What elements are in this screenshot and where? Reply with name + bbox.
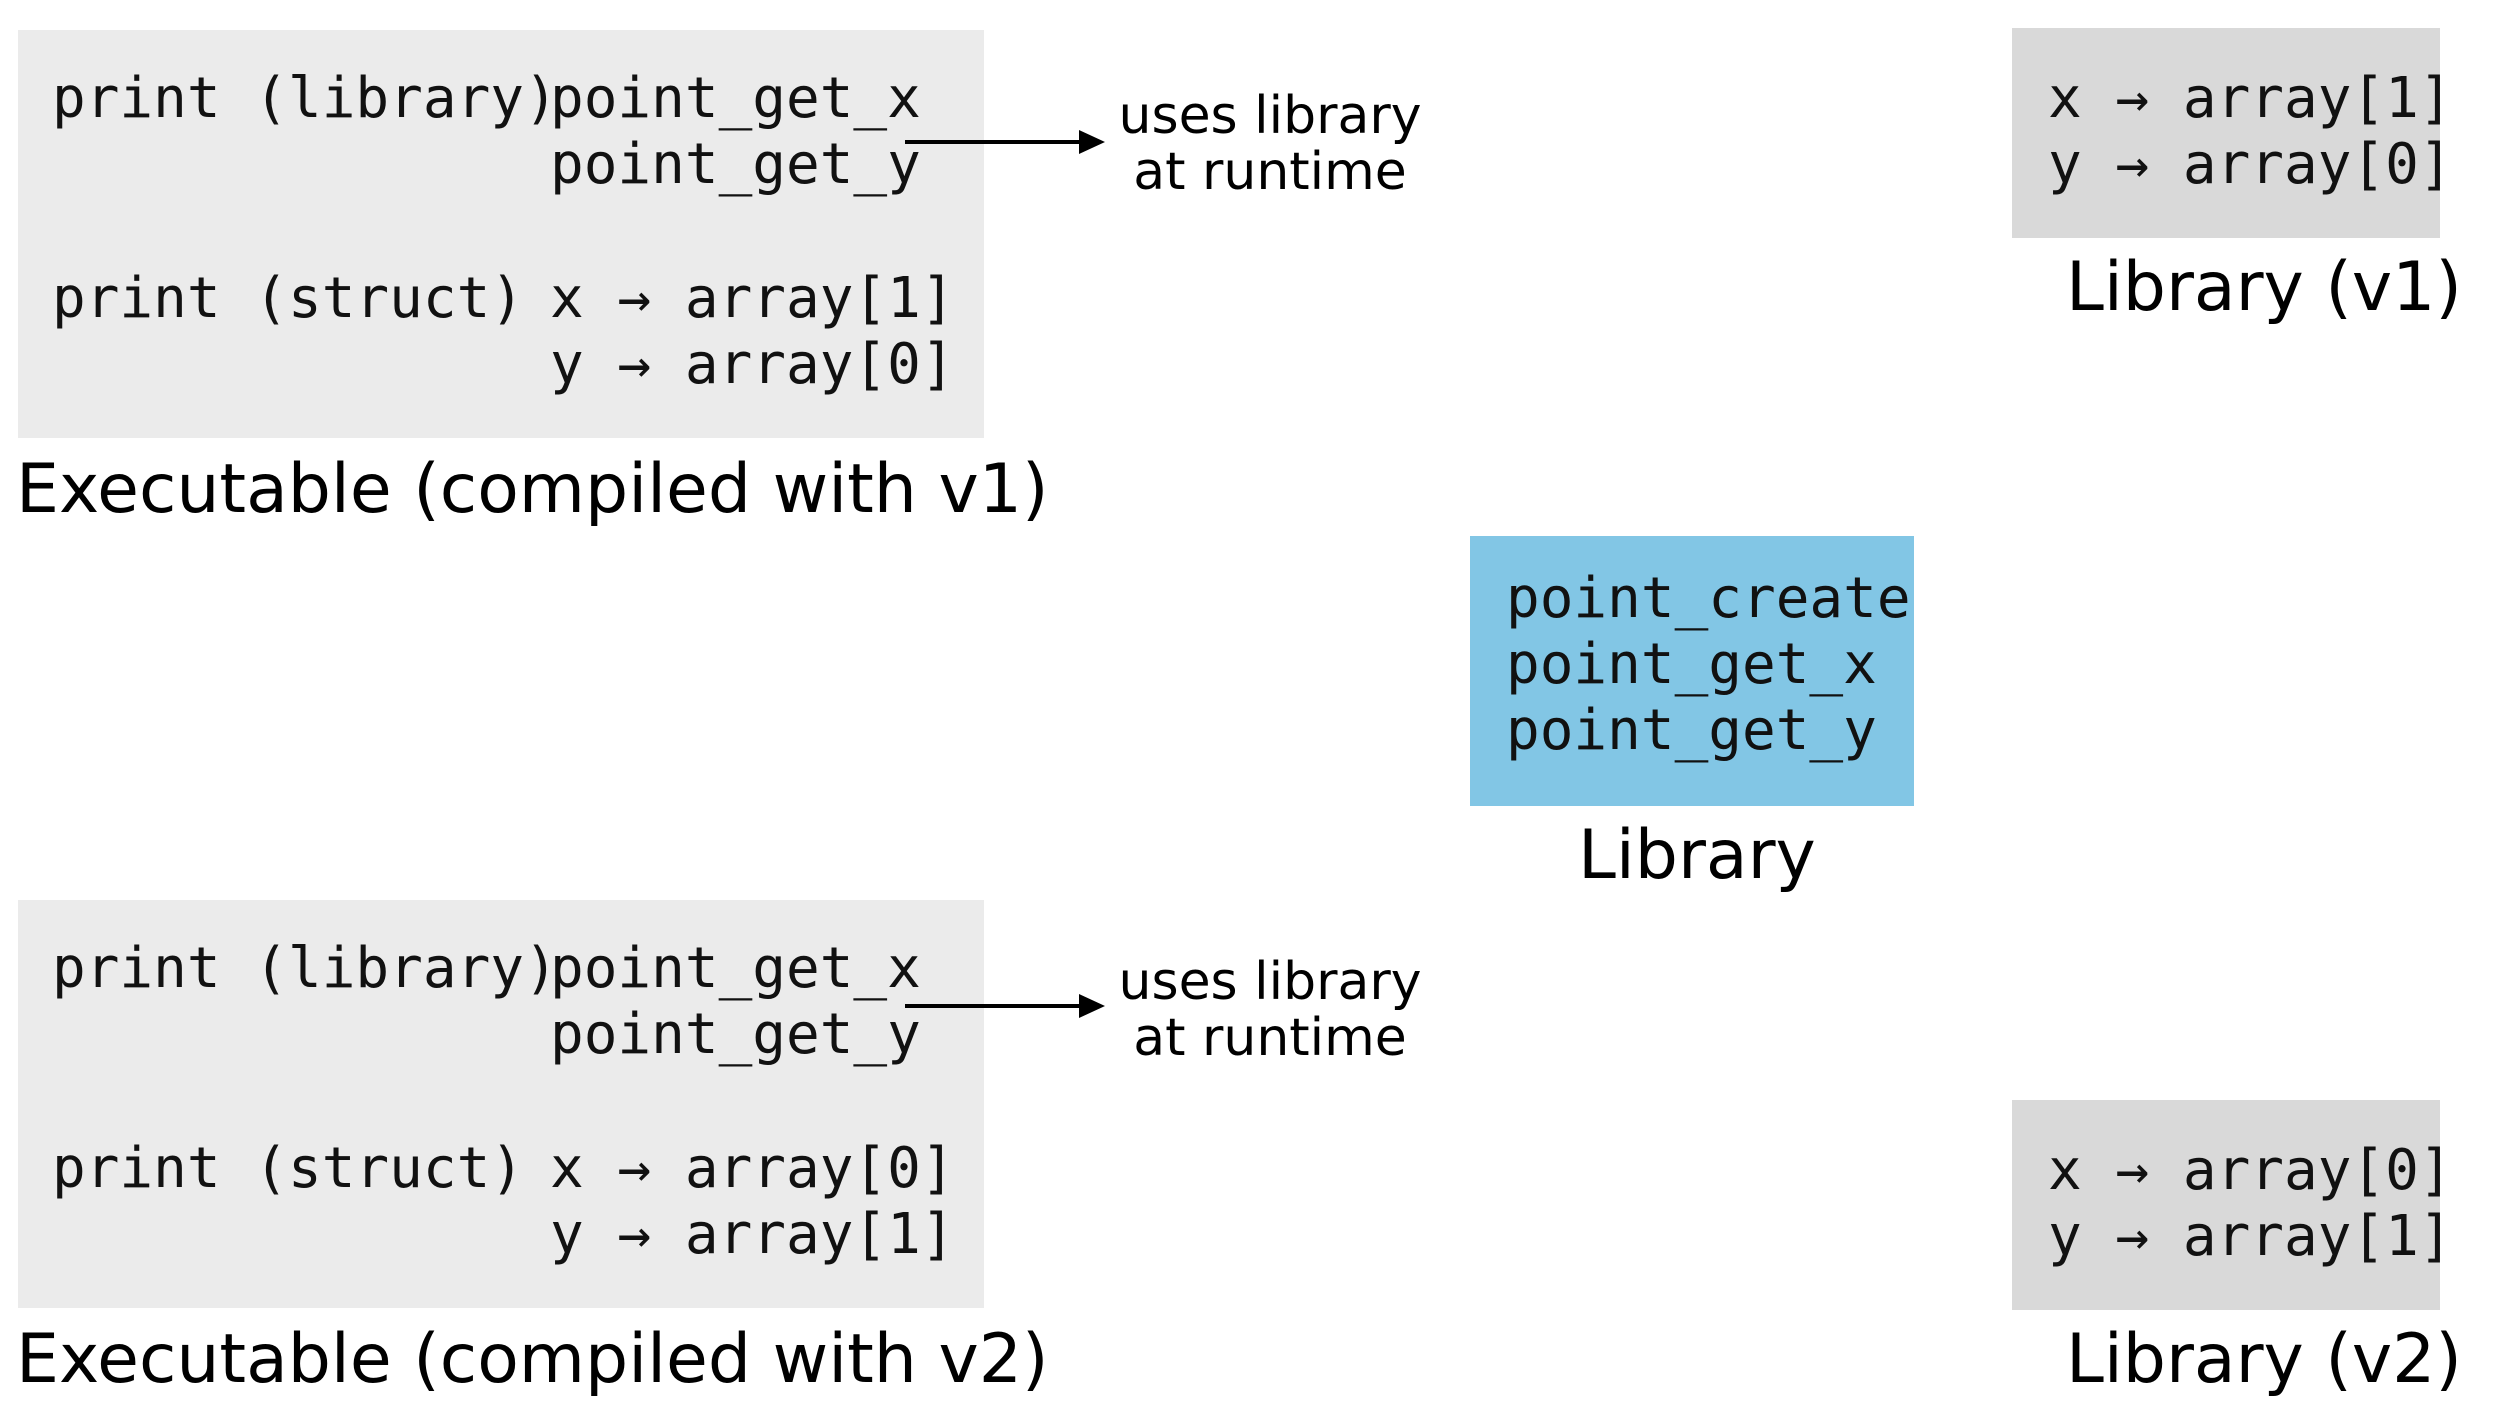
executable-v1-struct-label: print (struct) bbox=[52, 266, 525, 331]
library-v2-caption: Library (v2) bbox=[2066, 1320, 2462, 1399]
executable-v2-box bbox=[18, 900, 984, 1308]
library-v2-box bbox=[2012, 1100, 2440, 1310]
executable-v2-caption: Executable (compiled with v2) bbox=[16, 1320, 1049, 1399]
library-box bbox=[1470, 536, 1914, 806]
library-v2-mapping: x → array[0] y → array[1] bbox=[2048, 1138, 2453, 1269]
library-v1-caption: Library (v1) bbox=[2066, 248, 2462, 327]
executable-v1-box bbox=[18, 30, 984, 438]
executable-v2-arrow bbox=[905, 994, 1105, 1018]
executable-v1-struct-mapping: x → array[1] y → array[0] bbox=[550, 266, 955, 397]
executable-v2-struct-label: print (struct) bbox=[52, 1136, 525, 1201]
executable-v2-library-label: print (library) bbox=[52, 936, 558, 1001]
executable-v1-library-label: print (library) bbox=[52, 66, 558, 131]
library-v1-mapping: x → array[1] y → array[0] bbox=[2048, 66, 2453, 197]
executable-v2-struct-mapping: x → array[0] y → array[1] bbox=[550, 1136, 955, 1267]
library-caption: Library bbox=[1578, 816, 1816, 895]
executable-v2-arrow-note: uses library at runtime bbox=[1118, 952, 1422, 1068]
executable-v2-library-functions: point_get_x point_get_y bbox=[550, 936, 921, 1067]
library-v1-box bbox=[2012, 28, 2440, 238]
executable-v1-arrow-note: uses library at runtime bbox=[1118, 86, 1422, 202]
executable-v1-caption: Executable (compiled with v1) bbox=[16, 450, 1049, 529]
executable-v1-library-functions: point_get_x point_get_y bbox=[550, 66, 921, 197]
executable-v1-arrow bbox=[905, 130, 1105, 154]
library-functions: point_create point_get_x point_get_y bbox=[1506, 566, 1911, 763]
